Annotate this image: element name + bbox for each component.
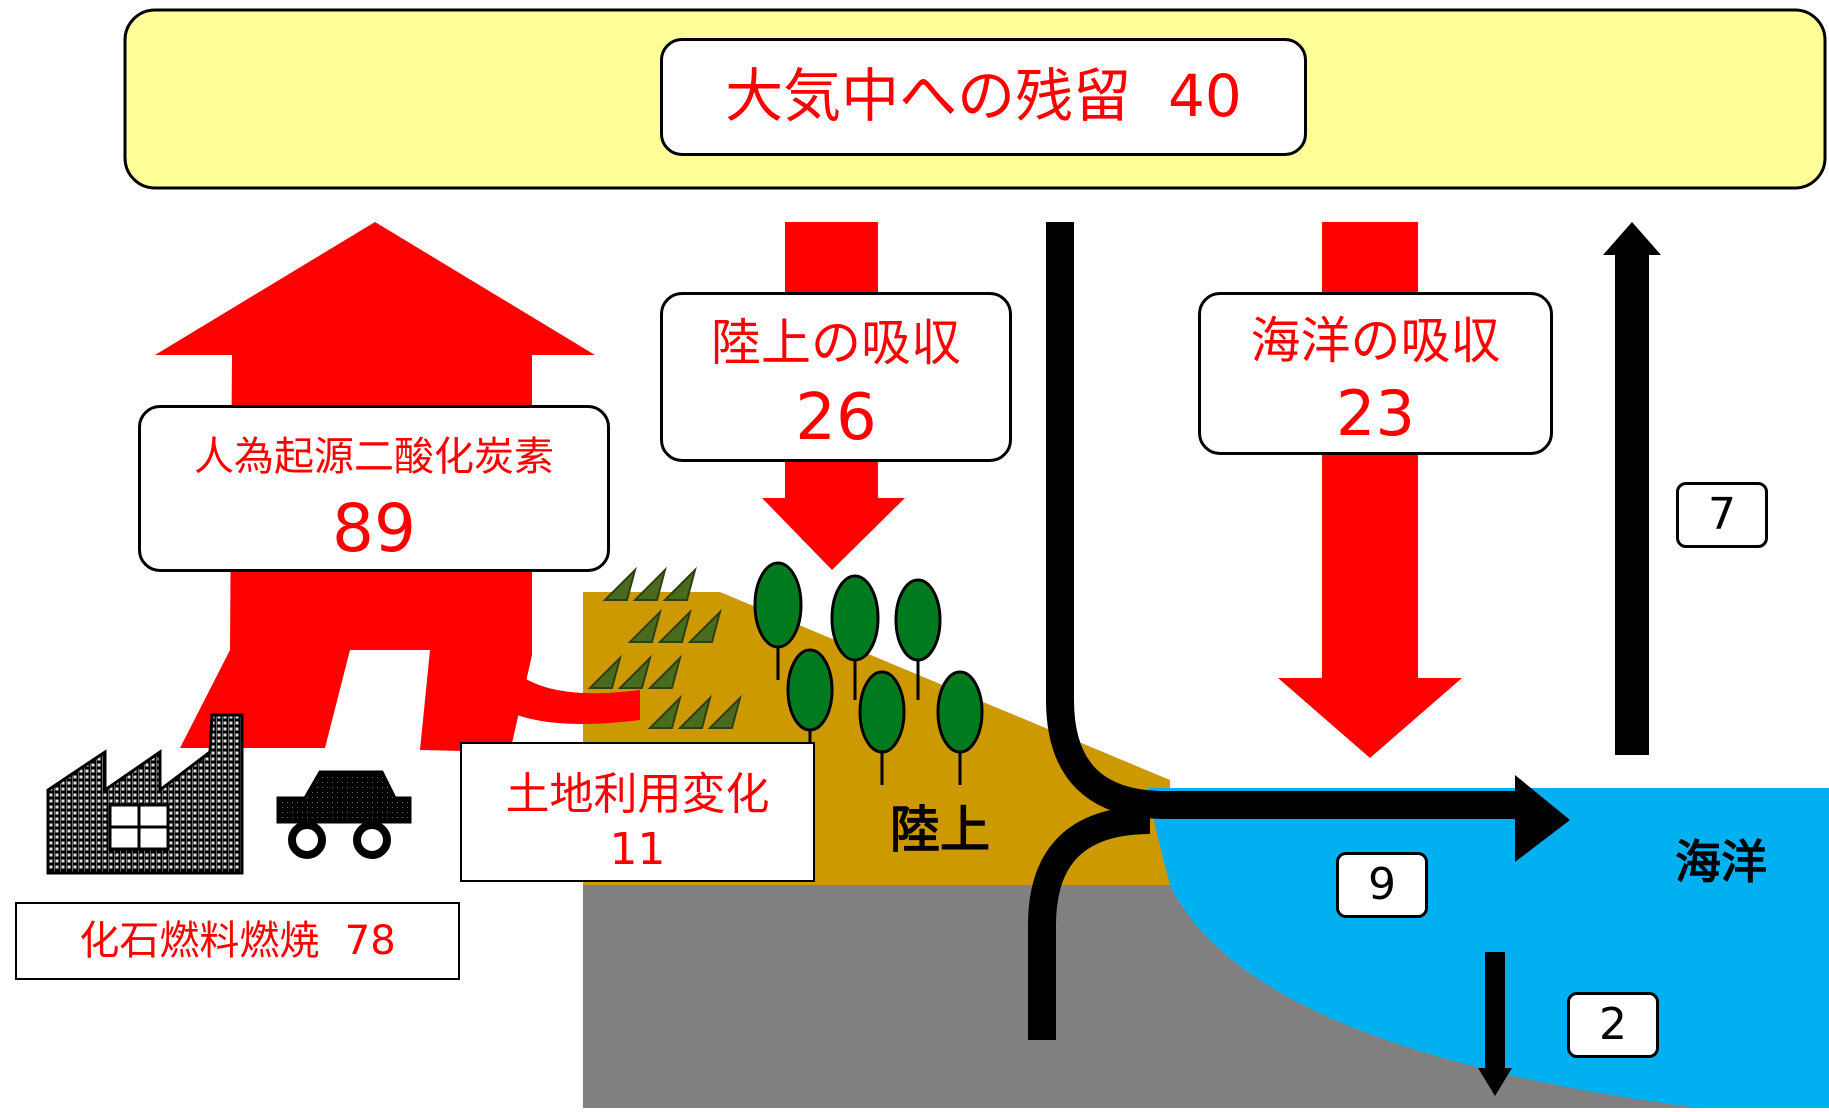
land-region-label: 陸上	[890, 801, 990, 859]
outgassing-arrowhead	[1603, 222, 1661, 255]
land-uptake-box: 陸上の吸収 26	[660, 292, 1012, 462]
car-icon	[276, 770, 412, 859]
sediment-flow-line	[1028, 806, 1151, 1040]
burial-arrowhead	[1478, 1068, 1512, 1096]
burial-shaft	[1485, 952, 1505, 1070]
ocean-outgassing-value: 7	[1676, 482, 1768, 548]
fossil-fuel-value: 78	[344, 918, 396, 964]
atmosphere-remaining-value: 40	[1168, 62, 1242, 130]
anthropogenic-co2-value: 89	[332, 490, 416, 567]
land-uptake-title: 陸上の吸収	[711, 314, 961, 372]
factory-icon	[46, 713, 244, 875]
river-transport-value: 9	[1336, 852, 1428, 918]
atmosphere-remaining-box: 大気中への残留 40	[660, 38, 1307, 156]
river-flow-arrowhead	[1515, 775, 1570, 862]
outgassing-shaft	[1615, 252, 1649, 755]
ocean-uptake-value: 23	[1336, 377, 1415, 450]
sediment-burial-value: 2	[1567, 992, 1659, 1058]
land-use-branch-arrow	[455, 615, 640, 724]
river-flow-line	[1046, 222, 1525, 819]
fossil-fuel-box: 化石燃料燃焼 78	[15, 902, 460, 980]
atmosphere-remaining-title: 大気中への残留	[725, 62, 1132, 130]
grass-icon	[587, 566, 742, 729]
land-use-change-title: 土地利用変化	[505, 769, 770, 820]
land-use-change-box: 土地利用変化 11	[460, 742, 815, 882]
ocean-uptake-title: 海洋の吸収	[1250, 312, 1501, 370]
fossil-fuel-title: 化石燃料燃焼	[79, 918, 320, 964]
anthropogenic-co2-title: 人為起源二酸化炭素	[194, 434, 554, 480]
anthropogenic-co2-box: 人為起源二酸化炭素 89	[138, 405, 610, 572]
tree-icon	[753, 561, 984, 785]
ocean-uptake-box: 海洋の吸収 23	[1198, 292, 1553, 455]
land-use-change-value: 11	[609, 824, 666, 875]
ocean-region-label: 海洋	[1675, 835, 1767, 889]
land-uptake-value: 26	[795, 381, 877, 455]
